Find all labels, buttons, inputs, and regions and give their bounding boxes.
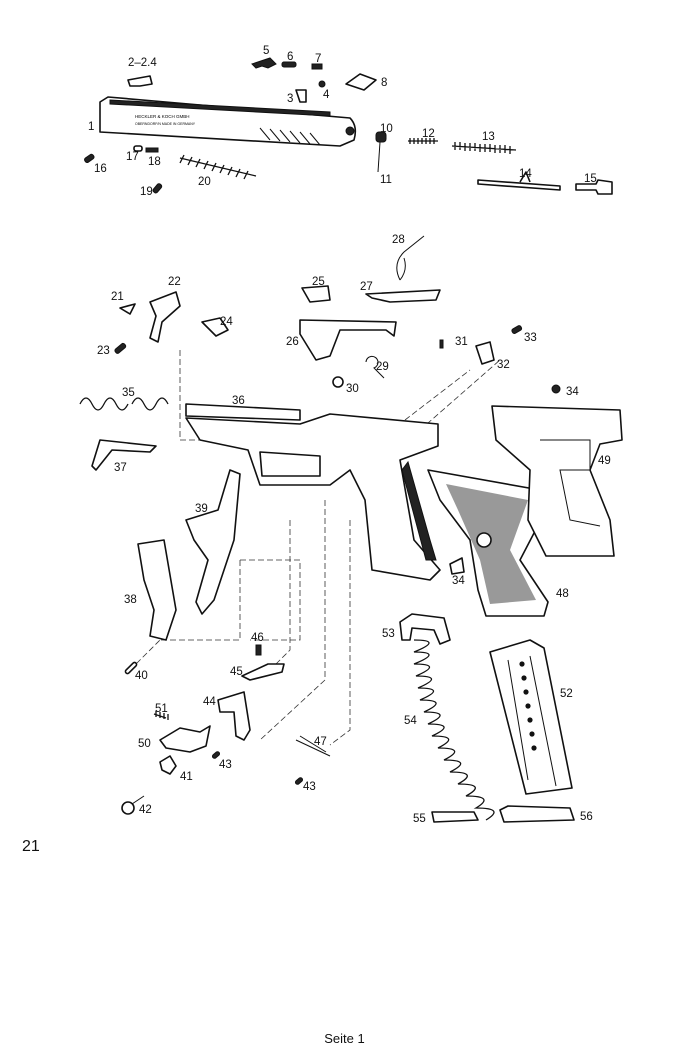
part-label: 3 — [287, 93, 293, 105]
slide-engraving-2: OBERNDORF/N MADE IN GERMANY — [135, 122, 196, 126]
part-label: 27 — [360, 281, 373, 293]
slide-engraving-1: HECKLER & KOCH GMBH — [135, 114, 190, 119]
part-label: 16 — [94, 163, 107, 175]
part-label: 34 — [452, 575, 465, 587]
part-label: 22 — [168, 276, 181, 288]
grip-panels — [427, 405, 623, 617]
part-label: 50 — [138, 738, 151, 750]
part-label: 4 — [323, 89, 330, 101]
part-label: 30 — [346, 383, 359, 395]
part-label: 21 — [111, 291, 124, 303]
part-label: 43 — [303, 781, 316, 793]
part-label: 37 — [114, 462, 127, 474]
part-label: 47 — [314, 736, 327, 748]
part-label: 18 — [148, 156, 161, 168]
part-label: 19 — [140, 186, 153, 198]
slide-assembly: HECKLER & KOCH GMBH OBERNDORF/N MADE IN … — [84, 57, 613, 195]
part-label: 36 — [232, 395, 245, 407]
part-label: 55 — [413, 813, 426, 825]
part-label: 53 — [382, 628, 395, 640]
part-label: 2–2.4 — [128, 57, 157, 69]
part-label: 32 — [497, 359, 510, 371]
trigger-parts — [121, 644, 331, 815]
frame-assembly — [79, 235, 561, 641]
part-label: 39 — [195, 503, 208, 515]
page-footer: Seite 1 — [324, 1031, 365, 1046]
page-number: 21 — [22, 838, 40, 855]
part-label: 33 — [524, 332, 537, 344]
part-label: 11 — [380, 174, 392, 186]
part-label: 35 — [122, 387, 135, 399]
part-label: 12 — [422, 128, 435, 140]
part-label: 24 — [220, 316, 233, 328]
part-label: 48 — [556, 588, 569, 600]
part-label: 40 — [135, 670, 148, 682]
part-label: 51 — [155, 703, 168, 715]
part-label: 15 — [584, 173, 597, 185]
part-label: 29 — [376, 361, 389, 373]
part-label: 44 — [203, 696, 216, 708]
part-label: 8 — [381, 77, 387, 89]
part-label: 6 — [287, 51, 293, 63]
part-label: 5 — [263, 45, 269, 57]
part-label: 41 — [180, 771, 193, 783]
part-label: 28 — [392, 234, 405, 246]
part-label: 25 — [312, 276, 325, 288]
part-label: 14 — [519, 168, 532, 180]
part-label: 38 — [124, 594, 137, 606]
part-label: 56 — [580, 811, 593, 823]
part-label: 1 — [88, 121, 94, 133]
part-label: 7 — [315, 53, 321, 65]
part-label: 43 — [219, 759, 232, 771]
part-label: 17 — [126, 151, 139, 163]
part-label: 23 — [97, 345, 110, 357]
part-label: 34 — [566, 386, 579, 398]
part-label: 20 — [198, 176, 211, 188]
part-label: 13 — [482, 131, 495, 143]
magazine-assembly — [399, 613, 575, 823]
part-label: 46 — [251, 632, 264, 644]
part-label: 49 — [598, 455, 611, 467]
part-label: 10 — [380, 123, 393, 135]
part-label: 45 — [230, 666, 243, 678]
part-label: 26 — [286, 336, 299, 348]
part-label: 54 — [404, 715, 417, 727]
part-label: 52 — [560, 688, 573, 700]
part-label: 42 — [139, 804, 152, 816]
part-label: 31 — [455, 336, 468, 348]
